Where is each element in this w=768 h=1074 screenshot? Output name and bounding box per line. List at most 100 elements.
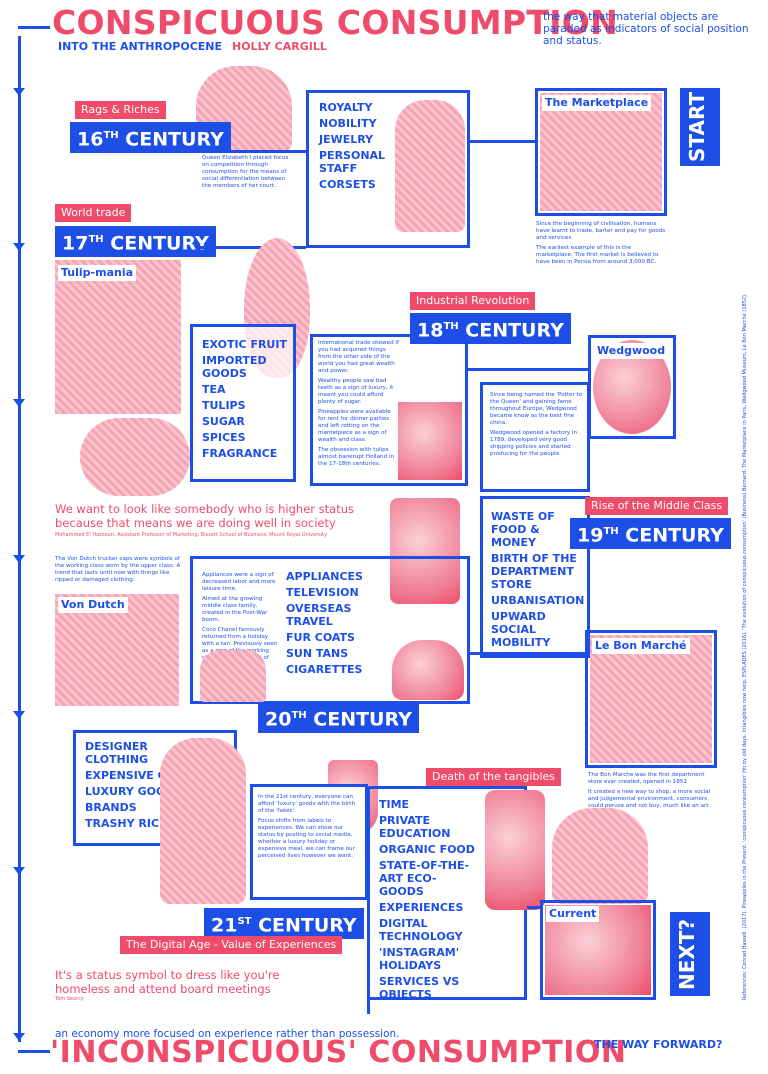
list-item: STATE-OF-THE-ART ECO-GOODS [379, 859, 470, 898]
list-item: APPLIANCES [286, 570, 363, 583]
tag-digital-age: The Digital Age - Value of Experiences [120, 936, 343, 954]
connector [367, 1000, 370, 1014]
list-item: NOBILITY [319, 117, 377, 130]
list-item: CORSETS [319, 178, 376, 191]
timeline-line [18, 36, 21, 1042]
c17-box [190, 324, 296, 482]
list-item: BIRTH OF THE DEPARTMENT STORE [491, 552, 577, 591]
c17-text: International trade showed if you had ac… [318, 340, 399, 467]
marketplace-box [535, 88, 667, 216]
footer-pre: an economy more focused on experience ra… [55, 1028, 400, 1040]
c18-text-box [480, 382, 590, 492]
current-label: Current [546, 906, 600, 922]
list-item: BRANDS [85, 801, 137, 814]
list-item: CIGARETTES [286, 663, 363, 676]
connector [470, 652, 588, 655]
quote-1: We want to look like somebody who is hig… [55, 502, 354, 530]
list-item: SPICES [202, 431, 246, 444]
marketplace-text: Since the beginning of civilisation, hum… [536, 221, 666, 265]
c19-box [480, 496, 590, 658]
timeline-arrow [13, 243, 25, 251]
tag-rags-riches: Rags & Riches [75, 101, 166, 119]
list-item: TELEVISION [286, 586, 359, 599]
list-item: TRASHY RICH [85, 817, 169, 830]
timeline-arrow [13, 399, 25, 407]
c17-text-box [310, 334, 468, 486]
timeline-arrow [13, 711, 25, 719]
c16-text: Queen Elizabeth I placed focus on compet… [202, 155, 289, 189]
list-item: URBANISATION [491, 594, 585, 607]
c18-text: Since being named the 'Potter to the Que… [490, 392, 583, 457]
quote-1-source: Mohammed El Hazzouri, Assistant Professo… [55, 532, 328, 538]
tag-world-trade: World trade [55, 204, 132, 222]
next-label: NEXT? [670, 912, 710, 996]
timeline-arrow [13, 555, 25, 563]
footer-title: 'INCONSPICUOUS' CONSUMPTION [50, 1035, 627, 1070]
mixer-image [392, 640, 464, 700]
phone-image [485, 790, 545, 910]
connector [468, 368, 588, 371]
list-item: DESIGNER CLOTHING [85, 740, 149, 766]
definition-text: the way that material objects are parade… [543, 11, 749, 47]
marketplace-image [540, 93, 662, 211]
author: HOLLY CARGILL [232, 40, 327, 53]
connector [527, 906, 541, 909]
century-21: 21ST CENTURY [204, 908, 364, 940]
list-item: TEA [202, 383, 226, 396]
list-item: FRAGRANCE [202, 447, 278, 460]
footer-connector [18, 1050, 50, 1053]
page-title: CONSPICUOUS CONSUMPTION [52, 3, 619, 42]
century-16: 16TH CENTURY [70, 122, 231, 154]
quote-2-source: Tom Searcy [55, 996, 84, 1002]
yoga-image [552, 808, 648, 904]
list-item: JEWELRY [319, 133, 374, 146]
c16-box [306, 90, 470, 248]
timeline-arrow [13, 88, 25, 96]
c16-list: ROYALTY NOBILITY JEWELRY PERSONAL STAFF … [319, 101, 399, 194]
century-20: 20TH CENTURY [258, 702, 419, 734]
quote-2: It's a status symbol to dress like you'r… [55, 968, 280, 996]
connector [196, 150, 306, 153]
list-item: OVERSEAS TRAVEL [286, 602, 352, 628]
list-item: LUXURY GOODS [85, 785, 183, 798]
tag-death-tangibles: Death of the tangibles [426, 768, 562, 786]
tag-middle-class: Rise of the Middle Class [585, 497, 729, 515]
timeline-top-connector [18, 26, 50, 29]
tulips-flower-image [80, 418, 190, 496]
bon-marche-box [585, 630, 717, 768]
tulip-image [55, 260, 181, 414]
list-item: SERVICES VS OBJECTS [379, 975, 460, 1001]
bon-marche-label: Le Bon Marché [592, 638, 690, 654]
century-19: 19TH CENTURY [570, 518, 731, 550]
timeline-arrow [13, 1033, 25, 1041]
list-item: TULIPS [202, 399, 246, 412]
list-item: IMPORTED GOODS [202, 354, 267, 380]
list-item: ROYALTY [319, 101, 373, 114]
wedgwood-label: Wedgwood [594, 343, 669, 359]
current-box [540, 900, 656, 1000]
c20-list: APPLIANCES TELEVISION OVERSEAS TRAVEL FU… [286, 570, 386, 679]
connector [200, 246, 306, 249]
footer-post: THE WAY FORWARD? [594, 1038, 723, 1051]
c21-text-box [250, 784, 368, 900]
start-label: START [680, 88, 720, 166]
marketplace-label: The Marketplace [542, 95, 652, 111]
connector [470, 140, 536, 143]
tag-industrial-revolution: Industrial Revolution [410, 292, 536, 310]
list-item: FUR COATS [286, 631, 355, 644]
century-18: 18TH CENTURY [410, 313, 571, 345]
couple-image [395, 100, 465, 232]
list-item: SUN TANS [286, 647, 349, 660]
tulip-label: Tulip-mania [58, 265, 137, 281]
c19-list: WASTE OF FOOD & MONEY BIRTH OF THE DEPAR… [491, 510, 586, 652]
list-item: ORGANIC FOOD [379, 843, 475, 856]
century-17: 17TH CENTURY [55, 226, 216, 258]
list-item: SUGAR [202, 415, 245, 428]
list-item: PRIVATE EDUCATION [379, 814, 451, 840]
sugar-image [398, 402, 462, 480]
woman-red-hat-image [200, 650, 266, 702]
list-item: UPWARD SOCIAL MOBILITY [491, 610, 551, 649]
woman-handbag-image [160, 738, 246, 904]
list-item: EXOTIC FRUIT [202, 338, 287, 351]
c21-text: In the 21st century, everyone can afford… [258, 794, 356, 859]
